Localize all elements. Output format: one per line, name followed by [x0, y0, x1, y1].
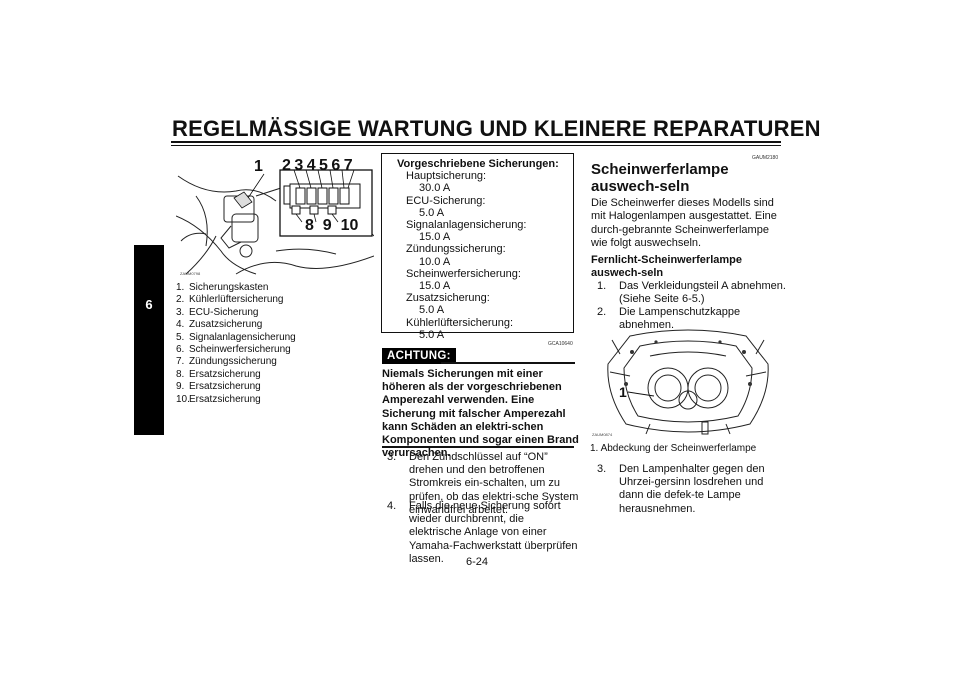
- figure2-callout-1: 1: [619, 384, 627, 400]
- fuse-spec-value: 5.0 A: [419, 206, 445, 219]
- caption-item: 5.Signalanlagensicherung: [176, 331, 296, 343]
- caption-item: 1.Sicherungskasten: [176, 282, 269, 293]
- figure1-callout-top: 2 3 4 5 6 7: [282, 157, 353, 174]
- warning-badge: ACHTUNG:: [382, 348, 456, 364]
- caption-item: 8.Ersatzsicherung: [176, 368, 261, 380]
- fuse-spec-label: Kühlerlüftersicherung:: [406, 316, 514, 329]
- warning-rule-top: [441, 362, 575, 364]
- caption-item: 3.ECU-Sicherung: [176, 306, 259, 318]
- fuse-spec-value: 30.0 A: [419, 182, 451, 195]
- section-code: GAUM2180: [752, 155, 779, 161]
- chapter-tab: 6: [134, 245, 164, 435]
- header-rule: [171, 141, 781, 143]
- fuse-spec-label: Zusatzsicherung:: [406, 292, 490, 305]
- fuse-spec-label: Hauptsicherung:: [406, 170, 487, 183]
- figure2-code: ZAUM0874: [592, 432, 613, 437]
- caption-item: 4.Zusatzsicherung: [176, 319, 263, 331]
- caption-item: 9.Ersatzsicherung: [176, 381, 261, 393]
- header-rule-thin: [171, 145, 781, 146]
- fuse-spec-value: 5.0 A: [419, 304, 445, 317]
- caption-item: 6.Scheinwerfersicherung: [176, 344, 291, 356]
- figure1-code: ZAUM0798: [180, 271, 201, 276]
- step-item: 3. Den Zündschlüssel auf “ON” drehen und…: [387, 451, 579, 516]
- page-header-title: REGELMÄSSIGE WARTUNG UND KLEINERE REPARA…: [172, 116, 821, 141]
- fuse-spec-value: 10.0 A: [419, 255, 451, 268]
- warning-code: GCA10640: [548, 341, 573, 347]
- figure1-callout-bottom: 8 9 10: [305, 217, 359, 234]
- figure2-caption: 1. Abdeckung der Scheinwerferlampe: [590, 443, 757, 454]
- page-number: 6-24: [466, 556, 489, 568]
- fuse-spec-title: Vorgeschriebene Sicherungen:: [397, 158, 559, 170]
- caption-item: 7.Zündungssicherung: [176, 356, 277, 368]
- subsection-title: Fernlicht-Scheinwerferlampe auswech-seln: [591, 254, 742, 280]
- fuse-spec-label: Zündungssicherung:: [406, 243, 506, 256]
- warning-text: Niemals Sicherungen mit einer höheren al…: [382, 368, 579, 460]
- section-intro: Die Scheinwerfer dieses Modells sind mit…: [591, 197, 777, 249]
- headlight-illustration: [607, 329, 769, 435]
- fuse-spec-value: 5.0 A: [419, 328, 445, 341]
- fuse-spec-label: Signalanlagensicherung:: [406, 219, 527, 232]
- caption-item: 10.Ersatzsicherung: [176, 393, 261, 405]
- caption-item: 2.Kühlerlüftersicherung: [176, 294, 284, 306]
- fuse-spec-label: Scheinwerfersicherung:: [406, 267, 521, 280]
- headlight-figure: 1 ZAUM0874: [590, 324, 786, 440]
- fuse-spec-value: 15.0 A: [419, 280, 451, 293]
- warning-rule-bottom: [382, 446, 574, 448]
- fuse-box-illustration: [175, 169, 375, 275]
- fuse-box-figure: 1 2 3 4 5 6 7 8 9 10 ZAUM0798: [175, 156, 375, 279]
- fuse-spec-value: 15.0 A: [419, 231, 451, 244]
- fuse-spec-label: ECU-Sicherung:: [406, 194, 486, 207]
- step-item: 4. Falls die neue Sicherung sofort wiede…: [387, 500, 578, 565]
- step-item: 3. Den Lampenhalter gegen den Uhrzei-ger…: [597, 463, 765, 515]
- section-title: Scheinwerferlampe auswech-seln: [591, 161, 729, 195]
- step-item: 2. Die Lampenschutzkappe abnehmen.: [597, 306, 741, 332]
- figure1-caption-list: 1.Sicherungskasten 2.Kühlerlüftersicheru…: [176, 282, 296, 406]
- fuse-spec-box: Vorgeschriebene Sicherungen: Hauptsicher…: [381, 153, 574, 341]
- figure1-callout-1: 1: [254, 158, 263, 175]
- step-item: 1. Das Verkleidungsteil A abnehmen. (Sie…: [597, 280, 786, 306]
